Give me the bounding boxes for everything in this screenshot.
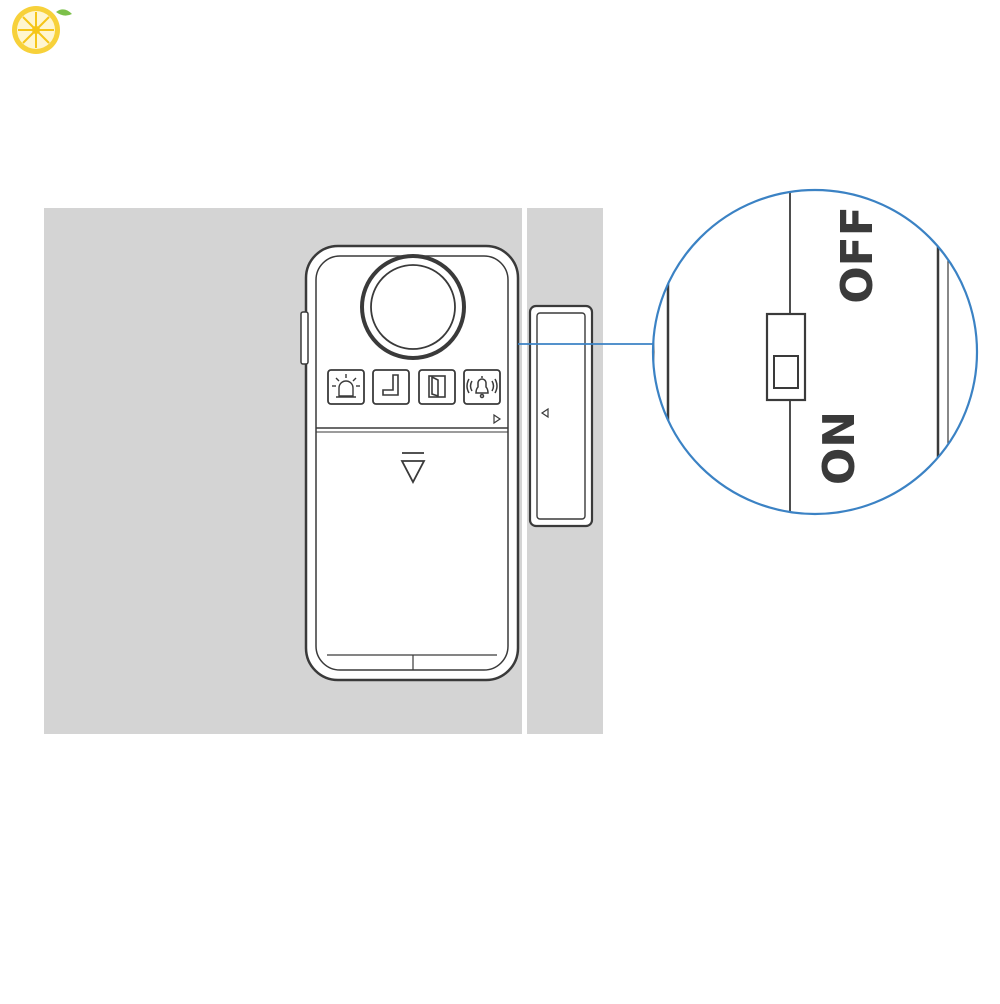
magnet-sensor: [528, 304, 594, 528]
switch-on-label: ON: [814, 411, 865, 485]
power-switch-knob: [773, 355, 799, 389]
orange-slice-logo-icon: [12, 6, 72, 54]
mode-buttons: [327, 369, 501, 405]
switch-off-label: OFF: [832, 206, 883, 304]
mode-button-chime[interactable]: [372, 369, 410, 405]
alignment-triangle-icon: [540, 407, 549, 419]
door-open-icon: [428, 375, 446, 398]
power-switch[interactable]: [765, 312, 807, 402]
alarm-main-unit: [304, 244, 520, 682]
switch-zoom-detail: OFF ON: [651, 188, 979, 516]
down-triangle-arrow-icon: [400, 452, 426, 484]
doorbell-icon: [466, 376, 498, 399]
side-button: [300, 311, 309, 365]
alarm-siren-icon: [332, 374, 360, 398]
mode-button-doorbell[interactable]: [463, 369, 501, 405]
mode-button-alarm[interactable]: [327, 369, 365, 405]
speaker-grille: [360, 254, 466, 360]
alignment-triangle-icon: [493, 413, 502, 425]
mode-button-door[interactable]: [418, 369, 456, 405]
chime-footstep-icon: [382, 374, 399, 396]
